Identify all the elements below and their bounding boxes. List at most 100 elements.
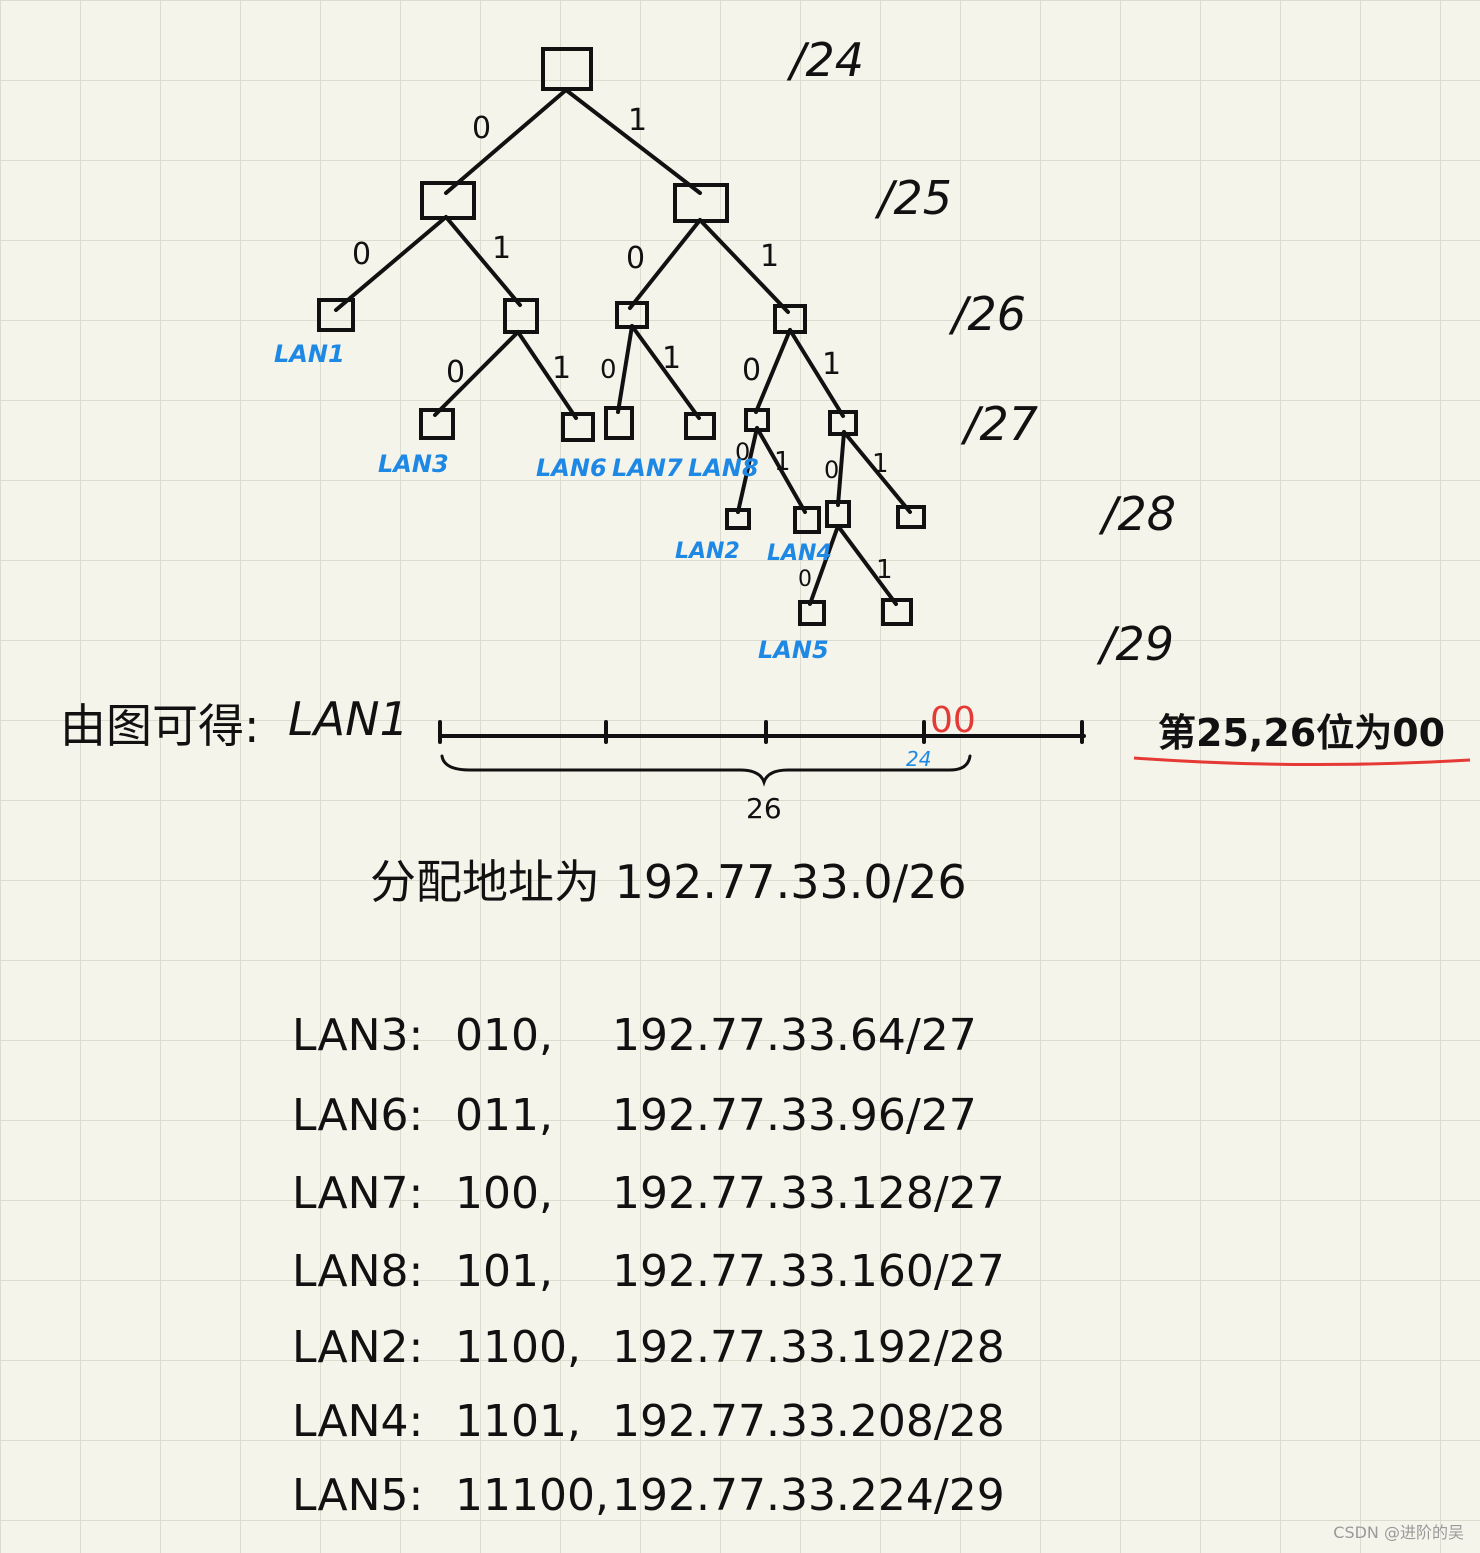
edge-bit-0: 0 (446, 355, 465, 390)
allocation-address: 192.77.33.192/28 (612, 1322, 1005, 1373)
allocation-address: 192.77.33.224/29 (612, 1470, 1005, 1521)
edge-bit-0: 0 (735, 438, 750, 466)
allocation-bits: 11100, (455, 1470, 609, 1521)
edge (836, 430, 846, 507)
allocation-lan: LAN7: (292, 1168, 424, 1219)
allocation-bits: 1100, (455, 1322, 581, 1373)
edge (842, 430, 912, 514)
allocation-bits: 011, (455, 1090, 553, 1141)
allocation-address: 192.77.33.128/27 (612, 1168, 1005, 1219)
edge-bit-1: 1 (822, 347, 841, 382)
allocation-address: 192.77.33.64/27 (612, 1010, 977, 1061)
lan-label-lan5: LAN5 (758, 636, 829, 664)
allocation-address: 192.77.33.96/27 (612, 1090, 977, 1141)
derivation-intro: 由图可得: (60, 699, 260, 753)
tree-node (503, 298, 539, 334)
tree-node-lan3 (419, 408, 455, 440)
span-brace (440, 754, 972, 787)
allocation-lan: LAN3: (292, 1010, 424, 1061)
tree-node-lan5 (798, 600, 826, 626)
lan-label-lan1: LAN1 (274, 340, 345, 368)
tree-node-unused (881, 598, 913, 626)
edge-bit-1: 1 (628, 103, 647, 138)
bits-00-label: 00 (930, 700, 976, 741)
span-length-label: 26 (746, 792, 782, 825)
level-label-26: /26 (948, 287, 1026, 341)
edge (836, 524, 898, 606)
tree-node (420, 181, 476, 220)
edge (698, 218, 790, 314)
lan-label-lan2: LAN2 (675, 539, 740, 564)
allocation-address: 192.77.33.208/28 (612, 1396, 1005, 1447)
edge (444, 88, 568, 195)
edge (444, 215, 522, 307)
watermark: CSDN @进阶的吴 (1333, 1523, 1464, 1542)
tree-node (828, 410, 858, 436)
tree-node (825, 500, 851, 528)
tree-node (615, 301, 649, 329)
allocation-bits: 010, (455, 1010, 553, 1061)
allocation-lan: LAN8: (292, 1246, 424, 1297)
edge (433, 330, 520, 417)
level-label-28: /28 (1098, 487, 1176, 541)
edge (755, 426, 807, 514)
edge (630, 324, 701, 420)
note-underline (1133, 756, 1471, 767)
edge-bit-0: 0 (742, 353, 761, 388)
allocation-lan: LAN2: (292, 1322, 424, 1373)
lan-label-lan3: LAN3 (378, 450, 449, 478)
tree-node-lan7 (604, 406, 634, 440)
lan-label-lan4: LAN4 (767, 541, 832, 566)
bit-24-mark: 24 (906, 747, 931, 771)
tree-node-lan1 (317, 298, 355, 332)
edge (788, 328, 845, 418)
derivation-result: 分配地址为 192.77.33.0/26 (370, 855, 967, 909)
lan-label-lan6: LAN6 (536, 454, 607, 482)
tree-node-root (541, 47, 593, 91)
edge (754, 328, 792, 414)
edge-bit-0: 0 (352, 237, 371, 272)
tree-node (744, 408, 770, 432)
edge-bit-1: 1 (876, 555, 893, 585)
level-label-27: /27 (960, 397, 1038, 451)
level-label-25: /25 (874, 171, 952, 225)
edge (334, 215, 448, 312)
edge-bit-1: 1 (872, 449, 889, 479)
edge-bit-0: 0 (472, 111, 491, 146)
edge (628, 218, 702, 310)
tree-node (773, 304, 807, 334)
derivation-lan: LAN1 (288, 692, 409, 746)
edge (564, 88, 702, 195)
allocation-bits: 100, (455, 1168, 553, 1219)
tree-node-lan2 (725, 508, 751, 530)
level-label-29: /29 (1096, 617, 1174, 671)
edge-bit-1: 1 (774, 447, 791, 477)
tree-node-lan8 (684, 412, 716, 440)
allocation-address: 192.77.33.160/27 (612, 1246, 1005, 1297)
allocation-bits: 101, (455, 1246, 553, 1297)
lan-label-lan8: LAN8 (688, 454, 759, 482)
edge-bit-1: 1 (760, 239, 779, 274)
tree-node-lan4 (793, 506, 821, 534)
edge-bit-1: 1 (552, 351, 571, 386)
edge-bit-0: 0 (798, 567, 812, 592)
edge-bit-0: 0 (824, 456, 839, 484)
edge-bit-0: 0 (600, 355, 617, 385)
allocation-lan: LAN4: (292, 1396, 424, 1447)
edge-bit-1: 1 (662, 341, 681, 376)
tree-node-unused (896, 505, 926, 529)
derivation-note: 第25,26位为00 (1158, 711, 1446, 755)
edge (736, 426, 759, 514)
edge-bit-0: 0 (626, 241, 645, 276)
edge-bit-1: 1 (492, 231, 511, 266)
tree-node-lan6 (561, 412, 595, 442)
tree-node (673, 183, 729, 223)
edge (516, 330, 578, 420)
allocation-lan: LAN6: (292, 1090, 424, 1141)
level-label-24: /24 (786, 33, 864, 87)
edge (616, 324, 634, 414)
lan-label-lan7: LAN7 (612, 454, 683, 482)
edge (808, 524, 840, 606)
allocation-bits: 1101, (455, 1396, 581, 1447)
